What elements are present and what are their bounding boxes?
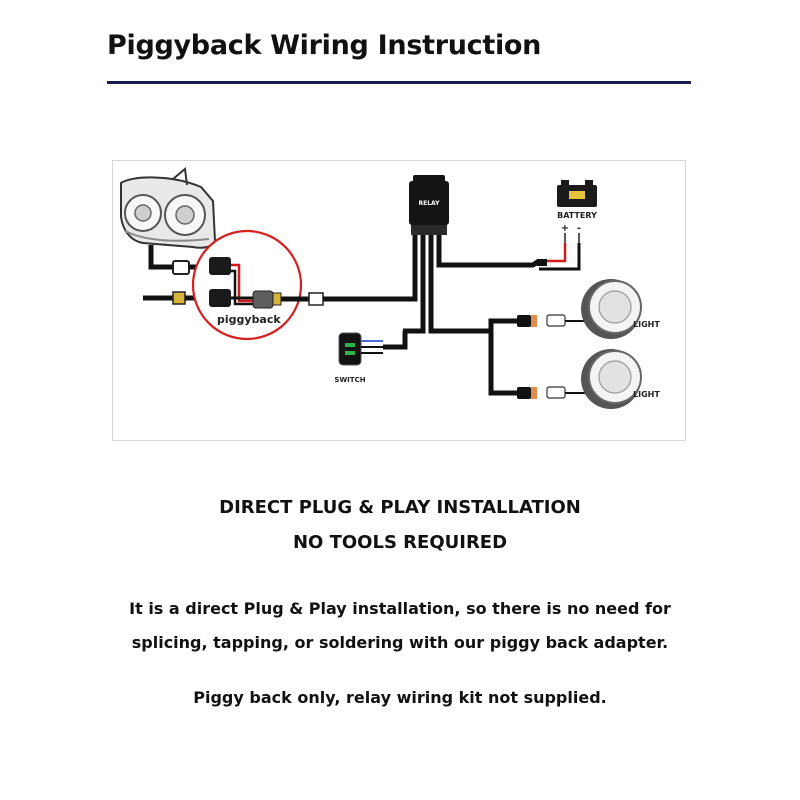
- kit-note: Piggy back only, relay wiring kit not su…: [193, 688, 607, 707]
- battery-negative-wire: [539, 243, 581, 271]
- relay-icon: RELAY: [409, 175, 449, 235]
- title-underline: [107, 81, 691, 84]
- headlight-socket: [172, 260, 190, 275]
- light-1-connector: [517, 315, 531, 327]
- battery-positive-label: +: [561, 223, 569, 234]
- harness-connector: [308, 292, 324, 306]
- battery-label: BATTERY: [557, 211, 597, 220]
- piggyback-lower-plug: [209, 289, 231, 307]
- battery-icon: BATTERY + -: [557, 180, 597, 234]
- light-2-connector: [517, 387, 531, 399]
- light-2-icon: [581, 349, 642, 409]
- switch-label: SWITCH: [334, 376, 365, 384]
- light-1-icon: [581, 279, 642, 339]
- piggyback-callout: piggyback: [191, 229, 303, 341]
- relay-label: RELAY: [419, 200, 441, 207]
- piggyback-upper-plug: [209, 257, 231, 275]
- relay-main-wire: [323, 235, 418, 302]
- relay-light1-wire: [488, 318, 517, 331]
- piggyback-splice: [252, 290, 274, 309]
- wiring-diagram: piggyback RELAY BATTERY + -: [112, 160, 686, 441]
- light-1: LIGHT: [517, 279, 660, 339]
- headline-plug-and-play: DIRECT PLUG & PLAY INSTALLATION: [219, 497, 581, 518]
- relay-switch-wire: [403, 235, 426, 334]
- light-1-label: LIGHT: [633, 320, 660, 329]
- bulb-connector: [172, 291, 186, 305]
- switch-icon: SWITCH: [334, 332, 383, 384]
- battery-positive-wire: [545, 243, 567, 263]
- page-title: Piggyback Wiring Instruction: [107, 30, 542, 61]
- battery-negative-label: -: [577, 223, 581, 234]
- relay-light2-wire: [428, 235, 517, 396]
- light-2: LIGHT: [517, 349, 660, 409]
- relay-battery-wire: [436, 235, 541, 268]
- body-text-line-1: It is a direct Plug & Play installation,…: [129, 599, 671, 618]
- headline-no-tools: NO TOOLS REQUIRED: [292, 532, 508, 553]
- body-text-line-2: splicing, tapping, or soldering with our…: [131, 633, 669, 652]
- light-2-label: LIGHT: [633, 390, 660, 399]
- headlight-wire: [148, 245, 173, 270]
- piggyback-label: piggyback: [217, 313, 281, 326]
- headlight-icon: [120, 167, 217, 249]
- wiring-diagram-svg: piggyback RELAY BATTERY + -: [120, 167, 660, 409]
